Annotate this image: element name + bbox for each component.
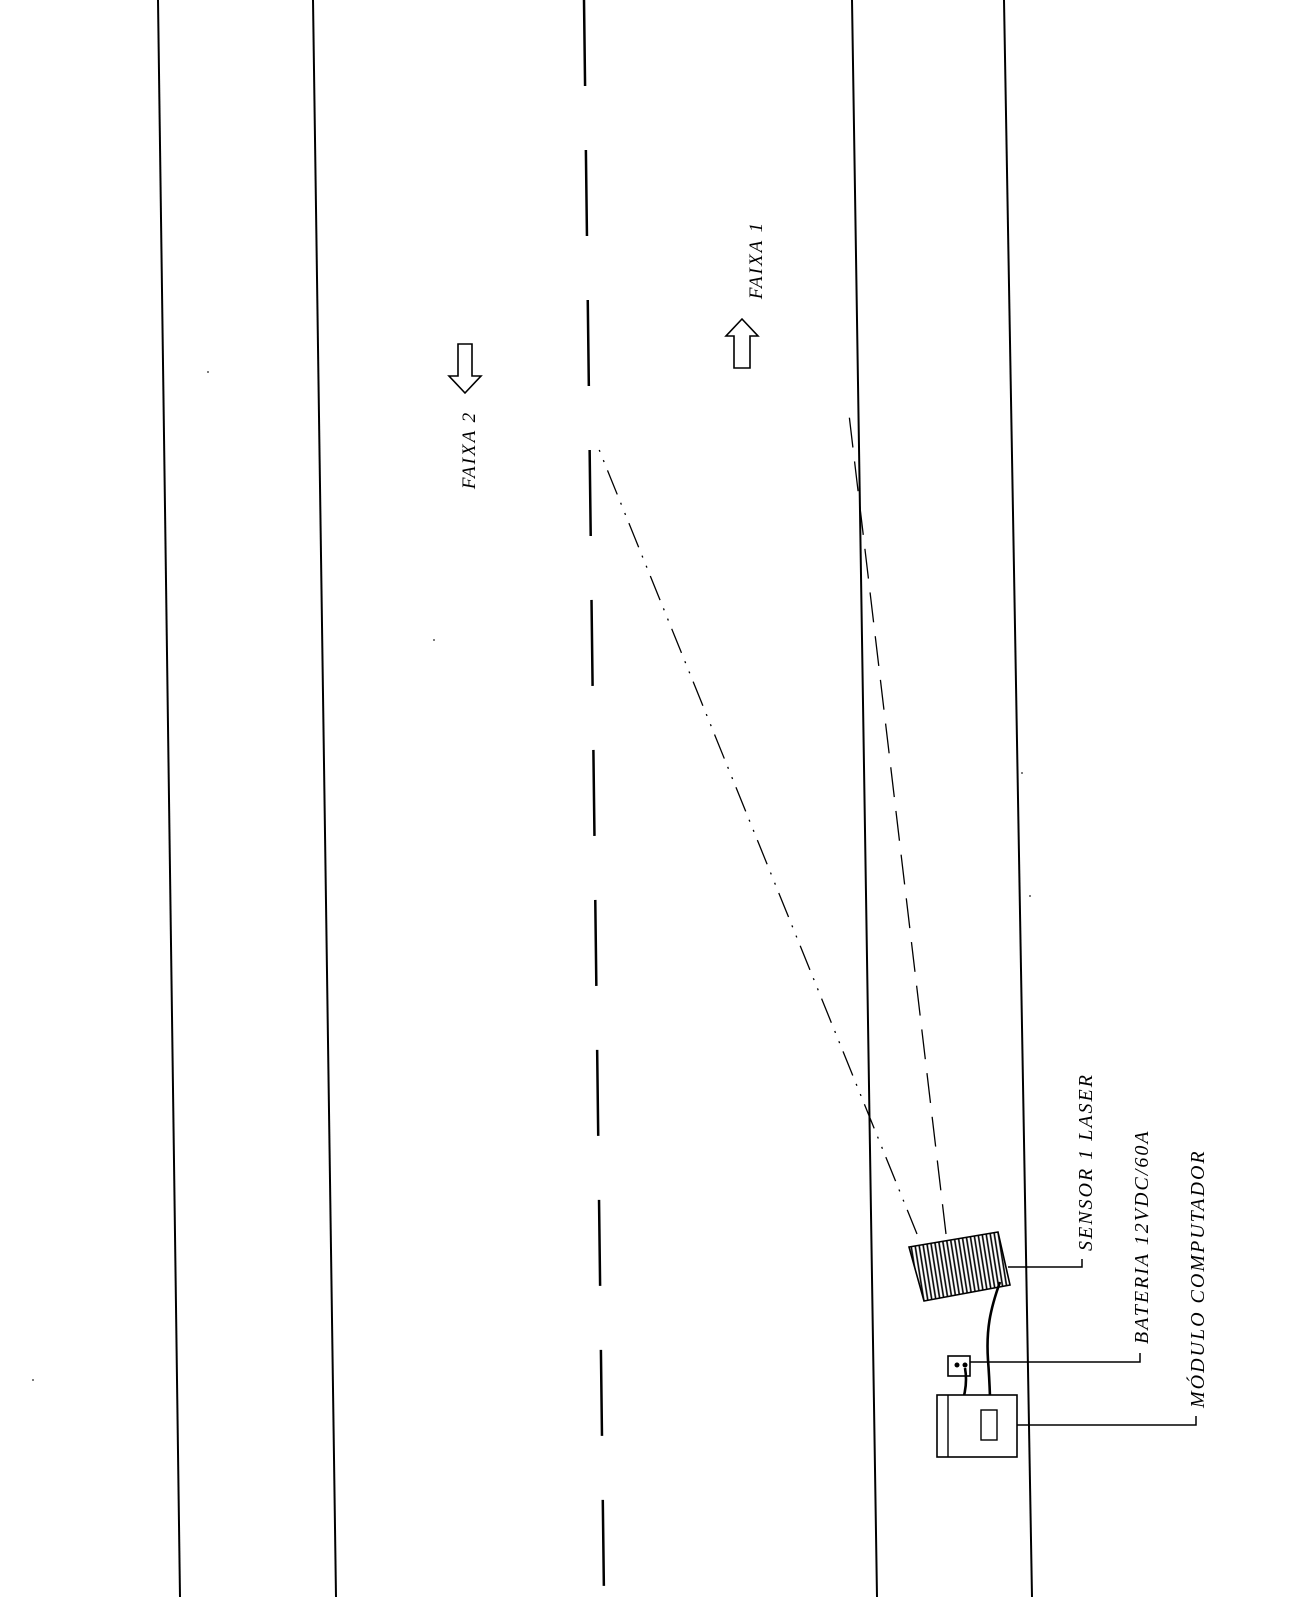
arrow-down-icon [447,343,483,395]
scan-speck [207,371,209,373]
lane-line-right [851,0,878,1597]
scan-speck [1021,772,1023,774]
sensor-leader [1008,1259,1083,1268]
lane2-label: FAIXA 2 [459,411,480,490]
computer-module [936,1394,1018,1458]
laser-sensor [907,1231,1011,1302]
laser-beam-lane1 [847,405,947,1235]
computer-display [980,1409,998,1441]
scan-speck [1029,895,1031,897]
computer-label: MÓDULO COMPUTADOR [1185,1149,1209,1409]
scan-speck [433,639,435,641]
scan-speck [32,1379,34,1381]
battery-leader [970,1353,1141,1363]
laser-beam-lane2 [595,441,918,1235]
lane-line-left [312,0,337,1597]
computer-leader [1017,1416,1197,1426]
battery-label: BATERIA 12VDC/60A [1131,1129,1153,1344]
arrow-up-icon [724,317,760,369]
lane1-label: FAIXA 1 [746,221,767,300]
road-edge-left [157,0,181,1597]
road-edge-right [1003,0,1033,1597]
center-dashed-line [582,0,606,1597]
sensor-label: SENSOR 1 LASER [1075,1073,1097,1251]
